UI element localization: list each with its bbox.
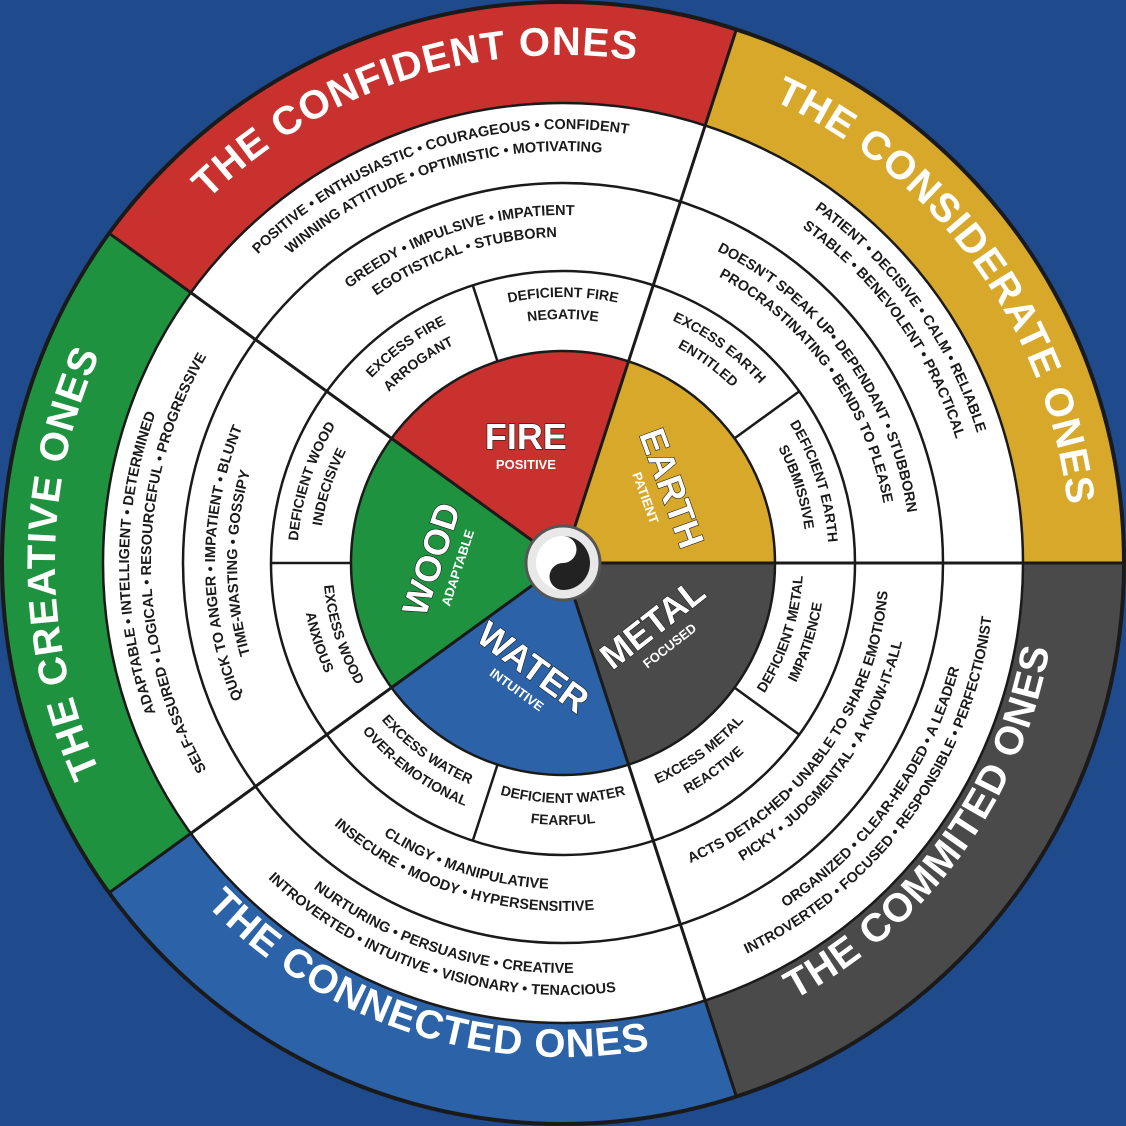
outer-band-earth: [705, 28, 1125, 564]
imbalance-water-deficient: FEARFUL: [530, 810, 596, 828]
sector-divider: [572, 594, 739, 1098]
yin-yang-dot: [558, 572, 568, 581]
yin-yang-icon: [524, 524, 602, 602]
element-sector-earth: [573, 361, 775, 563]
imbalance-divider: [733, 390, 800, 440]
outer-band-fire: [108, 1, 737, 293]
element-sector-fire: [391, 351, 629, 544]
imbalance-divider: [733, 686, 800, 736]
element-name-fire: FIRE: [485, 416, 567, 457]
outer-band-wood: [0, 232, 191, 894]
element-sector-water: [391, 582, 629, 775]
element-quality-fire: POSITIVE: [496, 457, 556, 472]
imbalance-divider: [471, 284, 499, 362]
imbalance-divider: [471, 764, 499, 842]
outer-band-metal: [705, 563, 1125, 1098]
element-sectors: [351, 351, 775, 775]
yin-yang-dot: [558, 545, 568, 554]
element-sector-wood: [351, 438, 536, 688]
outer-band-water: [108, 833, 737, 1125]
sector-divider: [572, 28, 739, 532]
imbalance-fire-deficient: NEGATIVE: [526, 306, 600, 324]
sector-divider: [107, 581, 537, 895]
element-sector-metal: [573, 563, 775, 765]
sector-divider: [107, 231, 537, 545]
imbalance-fire-deficient: DEFICIENT FIRE: [506, 284, 620, 306]
